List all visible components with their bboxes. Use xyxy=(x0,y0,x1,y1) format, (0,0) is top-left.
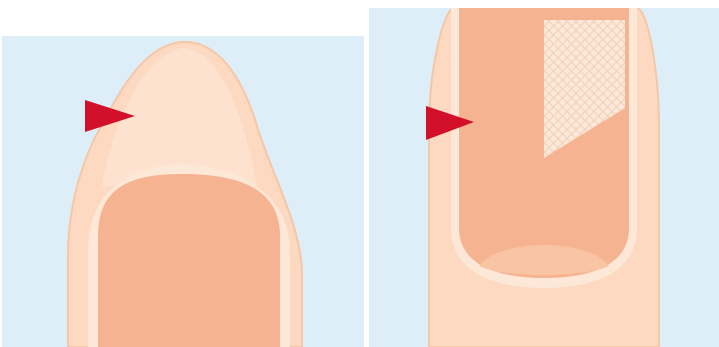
left-nail-illustration xyxy=(2,36,364,347)
left-nail-bed xyxy=(98,174,280,347)
right-nail-illustration xyxy=(369,8,719,347)
left-nail-svg xyxy=(2,36,364,347)
right-nail-svg xyxy=(369,8,719,347)
